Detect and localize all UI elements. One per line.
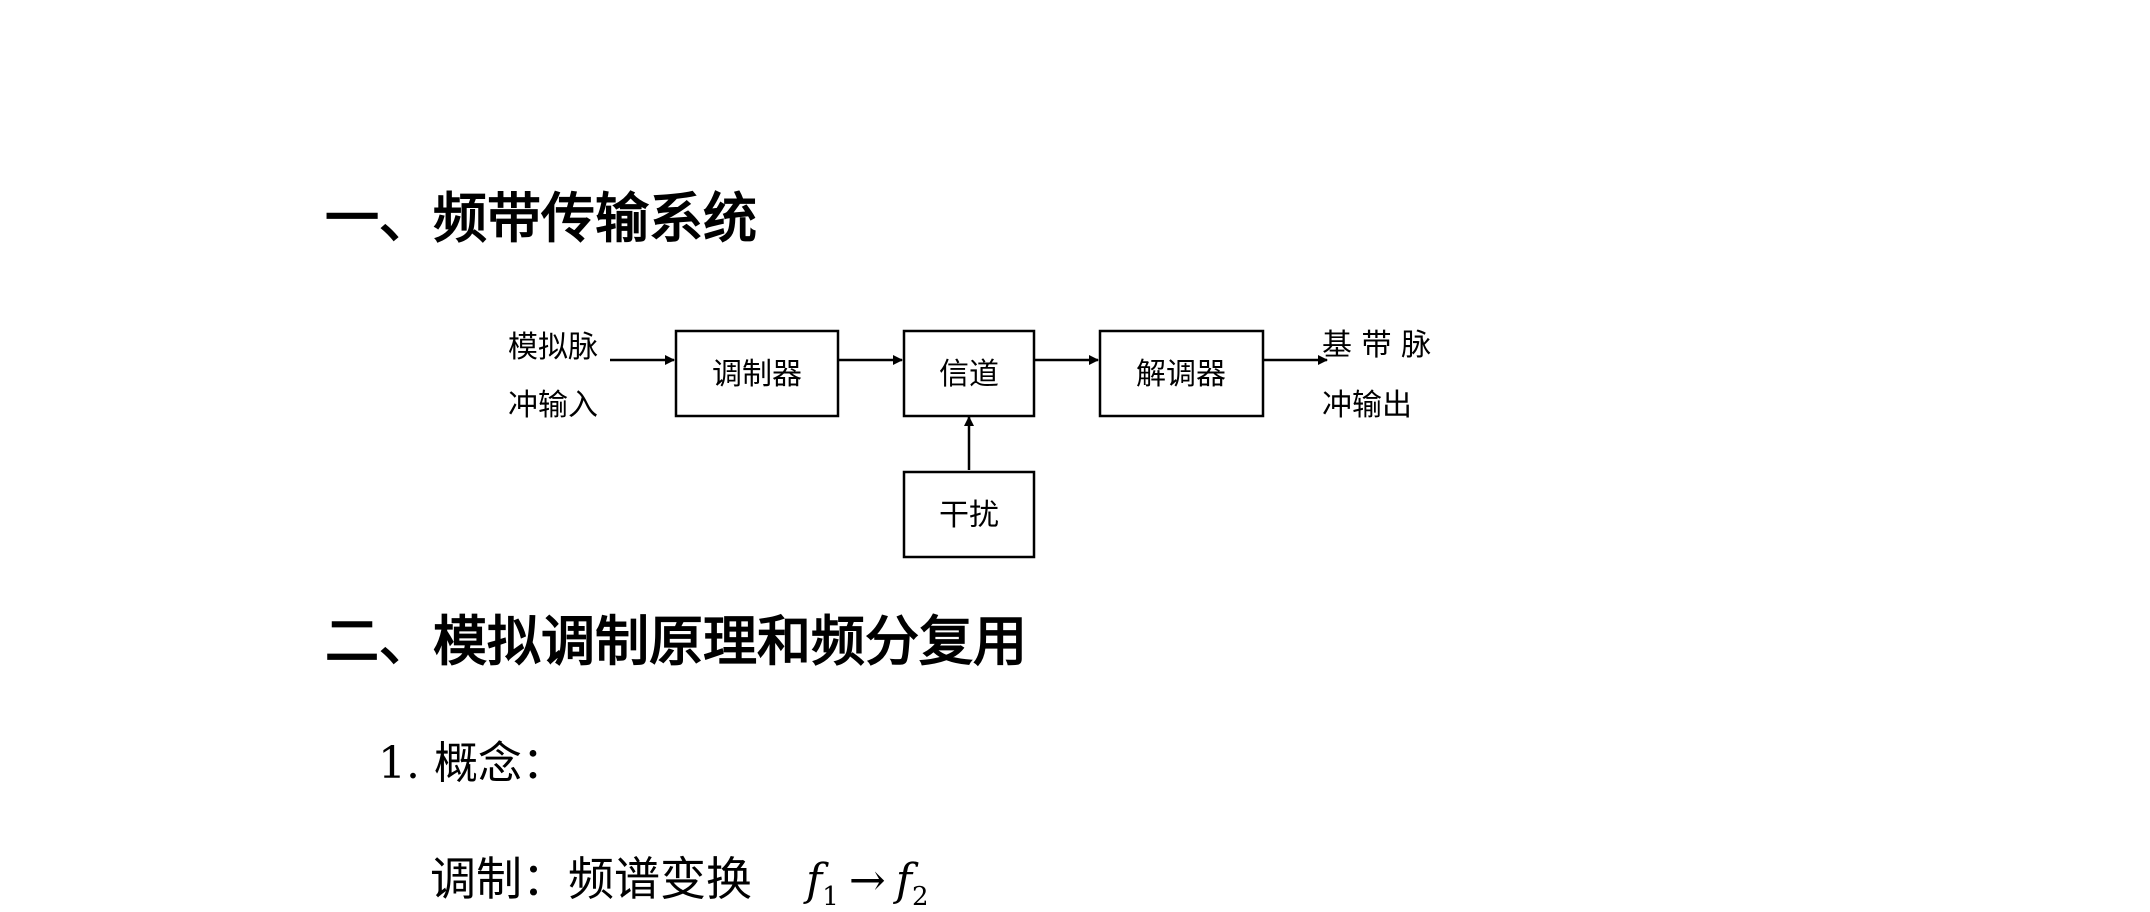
demodulator-label: 解调器 [1136,357,1226,392]
demodulator-block: 解调器 [1098,329,1265,418]
section-heading-1: 一、频带传输系统 [325,187,757,250]
channel-label: 信道 [939,357,999,392]
channel-block: 信道 [902,329,1036,418]
output-label-line2: 冲输出 [1322,388,1412,423]
formula-arrow: → [848,855,886,906]
interference-label: 干扰 [939,498,999,533]
formula: f1→f2 [806,855,929,911]
modulation-label: 调制：频谱变换 [430,852,752,906]
formula-from: f [806,855,823,906]
output-label-line1: 基 带 脉 [1322,328,1431,363]
formula-to: f [895,855,913,906]
section-heading-2: 二、模拟调制原理和频分复用 [325,610,1027,673]
input-label-line1: 模拟脉 [508,330,598,365]
interference-block: 干扰 [902,470,1036,559]
concept-label: 1. 概念： [378,738,566,789]
formula-from-subscript: 1 [822,882,839,912]
input-label-line2: 冲输入 [508,388,598,423]
modulator-label: 调制器 [712,357,802,392]
modulator-block: 调制器 [674,329,840,418]
formula-to-subscript: 2 [912,882,929,912]
